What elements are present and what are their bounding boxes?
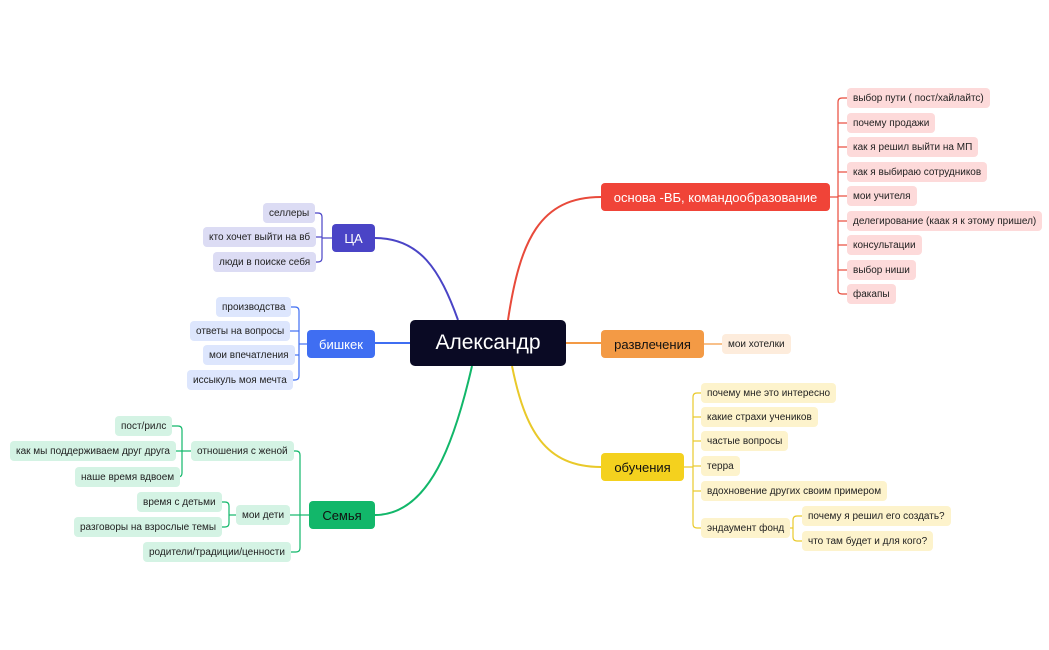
connector-line [837, 97, 847, 103]
branch-ca[interactable]: ЦА [332, 224, 375, 252]
obucheniya-item[interactable]: частые вопросы [701, 431, 789, 451]
connector-line [290, 306, 300, 312]
kids-item[interactable]: время с детьми [137, 492, 222, 512]
osnova-item[interactable]: как я выбираю сотрудников [847, 162, 988, 182]
connector-line [692, 523, 701, 529]
ca-item[interactable]: кто хочет выйти на вб [203, 227, 317, 247]
endowment-item[interactable]: почему я решил его создать? [802, 506, 951, 526]
branch-bishkek[interactable]: бишкек [307, 330, 375, 358]
osnova-item[interactable]: выбор ниши [847, 260, 916, 280]
endowment-item[interactable]: что там будет и для кого? [802, 531, 934, 551]
obucheniya-item[interactable]: вдохновение других своим примером [701, 481, 888, 501]
semya-item-wife[interactable]: отношения с женой [191, 441, 294, 461]
connector-line [290, 450, 301, 456]
bishkek-item[interactable]: мои впечатления [203, 345, 295, 365]
connector-line [374, 365, 473, 516]
connector-line [313, 212, 323, 218]
connector-line [837, 289, 847, 295]
connector-line [313, 257, 323, 263]
wife-item[interactable]: пост/рилс [115, 416, 173, 436]
branch-semya[interactable]: Семья [309, 501, 375, 529]
obucheniya-item-endowment[interactable]: эндаумент фонд [701, 518, 791, 538]
bishkek-item[interactable]: ответы на вопросы [190, 321, 291, 341]
wife-item[interactable]: наше время вдвоем [75, 467, 181, 487]
connector-line [172, 425, 183, 431]
branch-osnova[interactable]: основа -ВБ, командообразование [601, 183, 830, 211]
semya-item-kids[interactable]: мои дети [236, 505, 291, 525]
bishkek-item[interactable]: иссыкуль моя мечта [187, 370, 293, 390]
wife-item[interactable]: как мы поддерживаем друг друга [10, 441, 176, 461]
connector-line [220, 501, 230, 507]
osnova-item[interactable]: как я решил выйти на МП [847, 137, 979, 157]
connector-line [374, 237, 459, 321]
connector-line [290, 547, 301, 553]
osnova-item[interactable]: выбор пути ( пост/хайлайтс) [847, 88, 990, 108]
osnova-item[interactable]: мои учителя [847, 186, 917, 206]
root-node[interactable]: Александр [410, 320, 566, 366]
connector-line [507, 196, 602, 321]
connector-line [692, 392, 701, 398]
branch-razvlecheniya[interactable]: развлечения [601, 330, 704, 358]
obucheniya-item[interactable]: терра [701, 456, 740, 476]
razvlecheniya-item[interactable]: мои хотелки [722, 334, 791, 354]
obucheniya-item[interactable]: почему мне это интересно [701, 383, 837, 403]
kids-item[interactable]: разговоры на взрослые темы [74, 517, 223, 537]
semya-item[interactable]: родители/традиции/ценности [143, 542, 291, 562]
osnova-item[interactable]: почему продажи [847, 113, 936, 133]
osnova-item[interactable]: факапы [847, 284, 896, 304]
branch-obucheniya[interactable]: обучения [601, 453, 684, 481]
connector-line [290, 375, 300, 381]
obucheniya-item[interactable]: какие страхи учеников [701, 407, 818, 427]
osnova-item[interactable]: делегирование (каак я к этому пришел) [847, 211, 1043, 231]
connector-line [511, 365, 602, 468]
connector-line [792, 536, 802, 542]
connector-line [220, 522, 230, 528]
osnova-item[interactable]: консультации [847, 235, 922, 255]
ca-item[interactable]: люди в поиске себя [213, 252, 317, 272]
connector-line [792, 515, 802, 521]
ca-item[interactable]: селлеры [263, 203, 316, 223]
bishkek-item[interactable]: производства [216, 297, 292, 317]
